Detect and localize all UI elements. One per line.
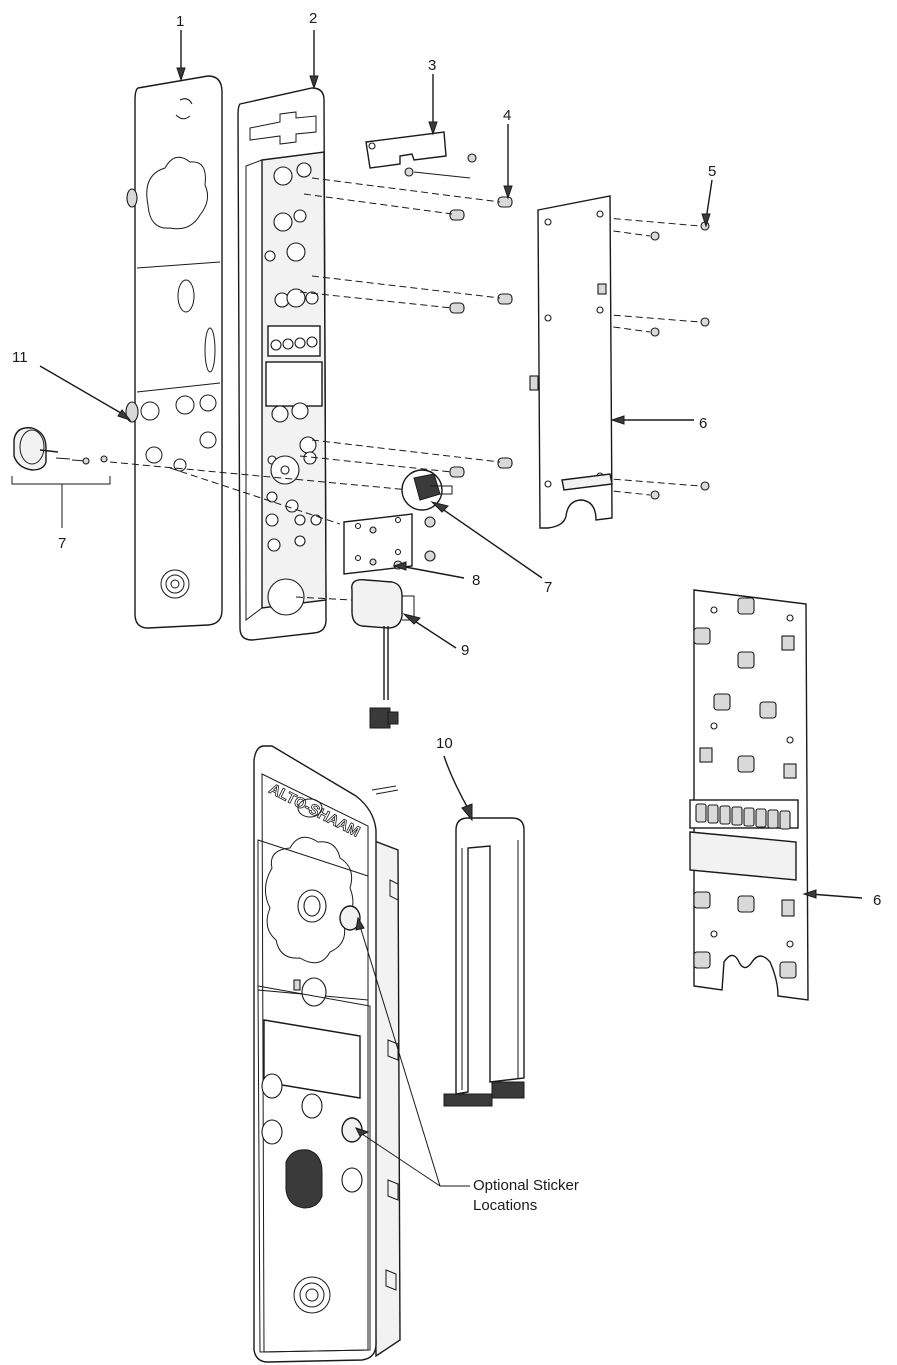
callout-2: 2 xyxy=(309,10,317,27)
part-6-board-top xyxy=(529,195,613,529)
callout-4: 4 xyxy=(503,107,511,124)
leader-lines xyxy=(39,30,863,1187)
part-3-bracket xyxy=(365,131,477,179)
callout-3: 3 xyxy=(428,57,436,74)
callout-10: 10 xyxy=(436,735,453,752)
callout-11: 11 xyxy=(12,349,28,366)
callout-5: 5 xyxy=(708,163,716,180)
callout-6-top: 6 xyxy=(699,415,707,432)
part-8-bracket xyxy=(343,513,436,575)
part-4-standoffs xyxy=(449,196,513,478)
part-7-encoder xyxy=(401,469,453,511)
callout-8: 8 xyxy=(472,572,480,589)
callout-7-right: 7 xyxy=(544,579,552,596)
part-5-nuts xyxy=(650,221,710,500)
part-1-overlay-panel xyxy=(125,75,223,629)
part-7-knob xyxy=(11,427,111,528)
callout-6-bottom: 6 xyxy=(873,892,881,909)
callout-1: 1 xyxy=(176,13,184,30)
callout-labels: 1 2 3 4 5 6 6 7 7 8 9 10 11 Optional Sti… xyxy=(12,10,881,1214)
optional-sticker-location-top xyxy=(339,905,361,931)
part-6-board-front xyxy=(689,589,809,1001)
assembled-control-panel: ALTO-SHAAM xyxy=(253,745,401,1363)
callout-7-left: 7 xyxy=(58,535,66,552)
callout-9: 9 xyxy=(461,642,469,659)
part-10-ribbon-cable xyxy=(443,817,525,1107)
part-2-frame xyxy=(237,87,327,641)
sticker-note-line1: Optional Sticker xyxy=(473,1177,579,1194)
sticker-note-line2: Locations xyxy=(473,1197,537,1214)
part-9-buzzer xyxy=(351,579,415,729)
